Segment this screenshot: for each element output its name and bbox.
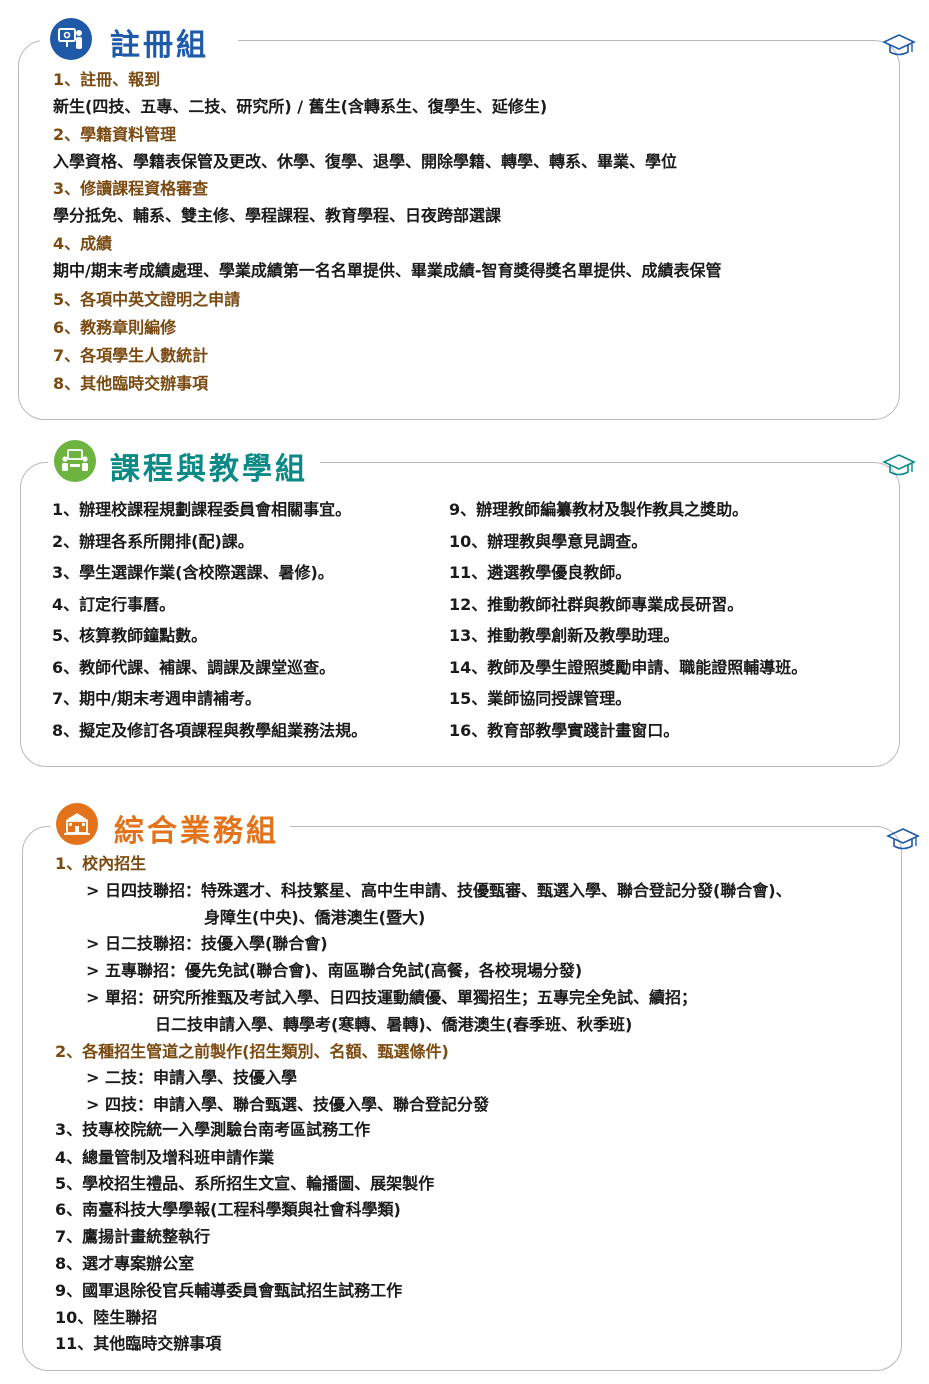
general-subitem: > 二技：申請入學、技優入學	[86, 1068, 297, 1087]
curriculum-item: 1、辦理校課程規劃課程委員會相關事宜。	[52, 500, 352, 519]
curriculum-item: 3、學生選課作業(含校際選課、暑修)。	[52, 563, 334, 582]
general-subitem: > 日二技聯招：技優入學(聯合會)	[86, 934, 328, 953]
curriculum-item: 15、業師協同授課管理。	[449, 689, 632, 708]
curriculum-item: 8、擬定及修訂各項課程與教學組業務法規。	[52, 720, 368, 740]
general-item: 3、技專校院統一入學測驗台南考區試務工作	[55, 1120, 371, 1139]
general-item: 10、陸生聯招	[55, 1308, 158, 1327]
curriculum-item: 2、辦理各系所開排(配)課。	[52, 531, 254, 551]
general-item-heading: 1、校內招生	[55, 854, 147, 873]
curriculum-frame	[20, 462, 900, 767]
curriculum-item: 5、核算教師鐘點數。	[52, 626, 208, 645]
curriculum-item: 7、期中/期末考週申請補考。	[52, 689, 261, 708]
general-subitem: > 五專聯招：優先免試(聯合會)、南區聯合免試(高餐，各校現場分發)	[86, 961, 583, 980]
curriculum-item: 14、教師及學生證照獎勵申請、職能證照輔導班。	[449, 657, 808, 677]
registration-item-heading: 4、成績	[53, 234, 113, 253]
general-subitem: > 日四技聯招：特殊選才、科技繁星、高中生申請、技優甄審、甄選入學、聯合登記分發…	[86, 881, 792, 900]
general-title: 綜合業務組	[114, 814, 279, 849]
curriculum-item: 9、辦理教師編纂教材及製作教具之獎助。	[449, 500, 749, 519]
registration-item-detail: 學分抵免、輔系、雙主修、學程課程、教育學程、日夜跨部選課	[53, 206, 502, 225]
presentation-icon	[50, 18, 92, 60]
registration-item-heading: 2、學籍資料管理	[53, 125, 177, 144]
curriculum-item: 12、推動教師社群與教師專業成長研習。	[449, 594, 744, 614]
graduation-cap-icon	[886, 828, 920, 850]
curriculum-item: 4、訂定行事曆。	[52, 594, 176, 614]
school-building-icon	[56, 803, 98, 845]
registration-item-heading: 5、各項中英文證明之申請	[53, 290, 241, 309]
registration-item-detail: 期中/期末考成績處理、學業成績第一名名單提供、畢業成績-智育獎得獎名單提供、成績…	[53, 261, 722, 280]
general-subitem: 身障生(中央)、僑港澳生(暨大)	[204, 908, 426, 927]
curriculum-item: 6、教師代課、補課、調課及課堂巡查。	[52, 657, 336, 677]
general-item: 5、學校招生禮品、系所招生文宣、輪播圖、展架製作	[55, 1174, 435, 1193]
general-subitem: > 單招：研究所推甄及考試入學、日四技運動績優、單獨招生；五專完全免試、續招；	[86, 988, 697, 1007]
registration-item-detail: 新生(四技、五專、二技、研究所) / 舊生(含轉系生、復學生、延修生)	[53, 97, 548, 116]
general-subitem: > 四技：申請入學、聯合甄選、技優入學、聯合登記分發	[86, 1095, 489, 1114]
general-item: 7、鷹揚計畫統整執行	[55, 1227, 211, 1246]
registration-title: 註冊組	[110, 28, 209, 63]
graduation-cap-icon	[882, 454, 916, 476]
registration-item-detail: 入學資格、學籍表保管及更改、休學、復學、退學、開除學籍、轉學、轉系、畢業、學位	[53, 152, 678, 171]
general-item: 11、其他臨時交辦事項	[55, 1334, 222, 1353]
general-item: 4、總量管制及增科班申請作業	[55, 1148, 275, 1167]
general-item: 8、選才專案辦公室	[55, 1254, 195, 1273]
curriculum-item: 10、辦理教與學意見調查。	[449, 531, 648, 551]
curriculum-title: 課程與教學組	[110, 452, 308, 487]
general-frame	[22, 826, 902, 1371]
general-item: 6、南臺科技大學學報(工程科學類與社會科學類)	[55, 1200, 401, 1219]
graduation-cap-icon	[882, 34, 916, 56]
registration-item-heading: 1、註冊、報到	[53, 70, 161, 89]
curriculum-item: 11、遴選教學優良教師。	[449, 563, 632, 582]
general-item-heading: 2、各種招生管道之前製作(招生類別、名額、甄選條件)	[55, 1042, 449, 1061]
registration-item-heading: 8、其他臨時交辦事項	[53, 374, 209, 393]
registration-item-heading: 3、修讀課程資格審查	[53, 179, 209, 198]
registration-item-heading: 6、教務章則編修	[53, 318, 177, 337]
curriculum-item: 13、推動教學創新及教學助理。	[449, 626, 680, 645]
registration-frame	[18, 40, 900, 420]
general-item: 9、國軍退除役官兵輔導委員會甄試招生試務工作	[55, 1281, 403, 1300]
meeting-icon	[54, 440, 96, 482]
curriculum-item: 16、教育部教學實踐計畫窗口。	[449, 720, 680, 740]
registration-item-heading: 7、各項學生人數統計	[53, 346, 209, 365]
general-subitem: 日二技申請入學、轉學考(寒轉、暑轉)、僑港澳生(春季班、秋季班)	[155, 1015, 633, 1034]
